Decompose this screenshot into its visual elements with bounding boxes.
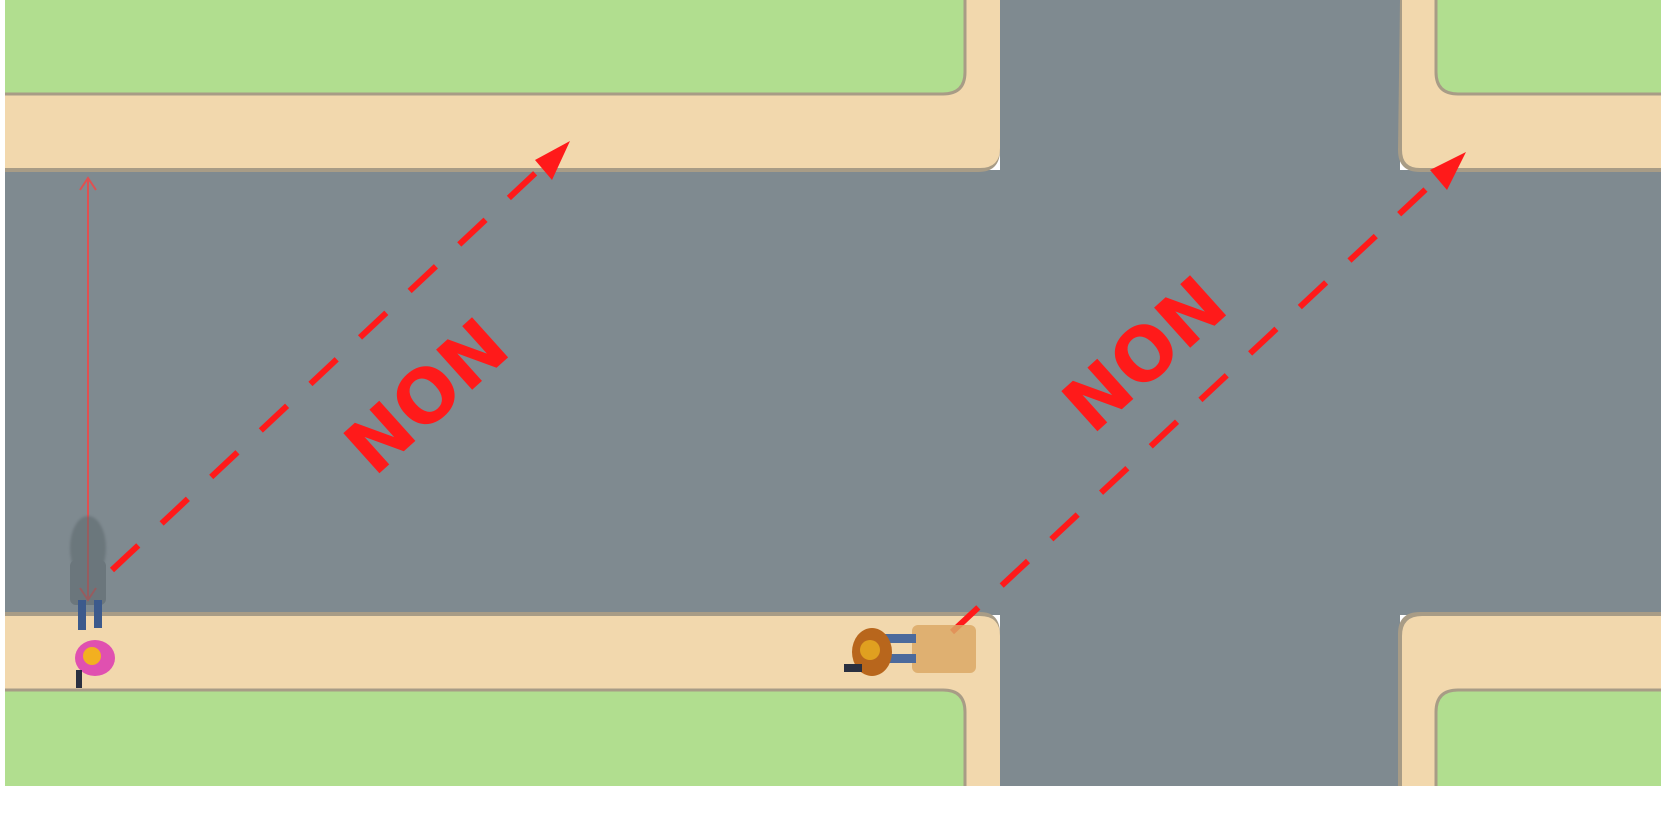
block-bottom-left [5, 612, 1000, 835]
pedestrian-shadow [70, 516, 106, 605]
left-crossing-arrowhead [535, 141, 570, 180]
pedestrian-shadow-right [912, 625, 976, 673]
pedestrian-orange-icon [844, 625, 976, 676]
block-top-left [5, 0, 1000, 172]
left-crossing-path [109, 147, 563, 573]
vertical-road [1000, 0, 1400, 835]
right-crossing-path [949, 159, 1458, 635]
grass-top-left [5, 0, 965, 94]
grass-top-right [1436, 0, 1661, 94]
right-crossing-arrowhead [1430, 152, 1466, 190]
pedestrian-pink-icon [70, 516, 115, 688]
bottom-margin [0, 786, 1661, 835]
block-top-right [1398, 0, 1661, 172]
horizontal-road [5, 170, 1661, 615]
